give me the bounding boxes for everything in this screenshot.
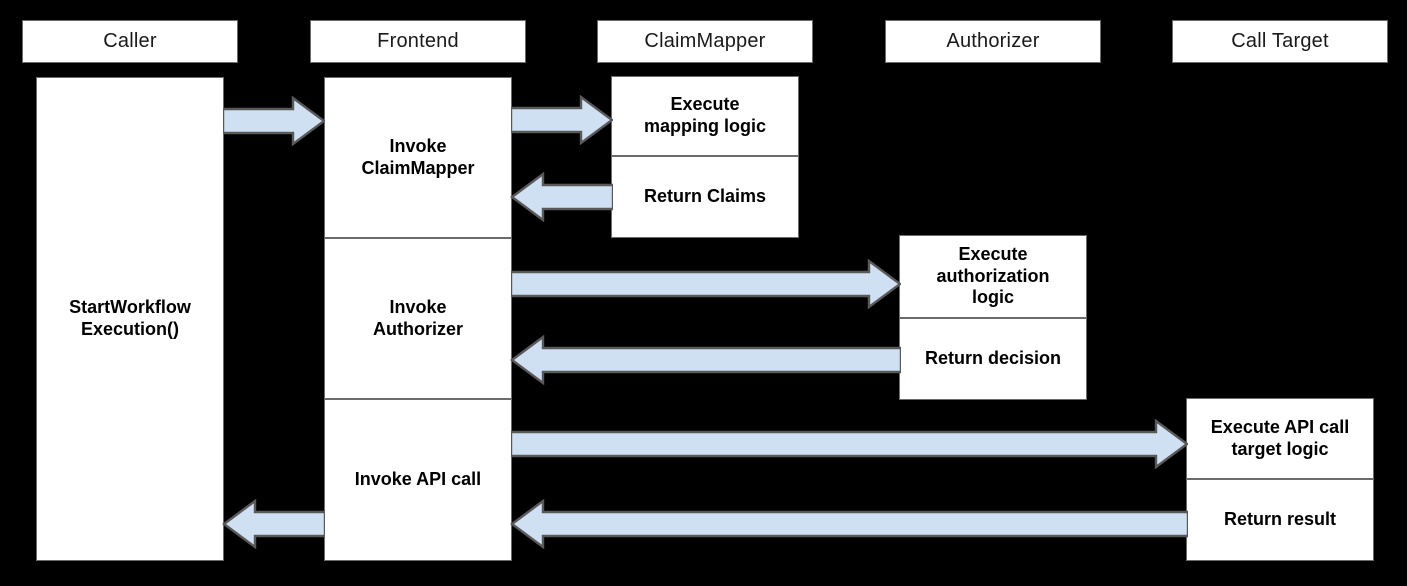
- activation-invoke-authorizer: Invoke Authorizer: [324, 238, 512, 399]
- activation-caller-main: StartWorkflow Execution(): [36, 77, 224, 561]
- activation-invoke-claimmapper-label: Invoke ClaimMapper: [361, 135, 475, 178]
- lane-header-call-target-label: Call Target: [1231, 30, 1329, 52]
- message-arrow-authorizer-to-frontend: [510, 335, 901, 385]
- activation-execute-mapping-logic-label: Execute mapping logic: [643, 94, 766, 136]
- message-arrow-frontend-to-call-target: [511, 419, 1188, 469]
- activation-return-claims: Return Claims: [611, 156, 799, 238]
- lane-header-authorizer: Authorizer: [885, 20, 1101, 63]
- activation-execute-mapping-logic: Execute mapping logic: [611, 76, 799, 156]
- lane-header-authorizer-label: Authorizer: [946, 30, 1040, 52]
- activation-execute-authorization-logic: Execute authorization logic: [899, 235, 1087, 318]
- message-arrow-frontend-to-claimmapper: [511, 95, 613, 145]
- lane-header-frontend-label: Frontend: [377, 30, 459, 52]
- message-arrow-frontend-to-authorizer: [511, 259, 901, 309]
- activation-return-result-label: Return result: [1223, 509, 1337, 530]
- lane-header-frontend: Frontend: [310, 20, 526, 63]
- activation-return-result: Return result: [1186, 479, 1374, 561]
- lane-header-claimmapper: ClaimMapper: [597, 20, 813, 63]
- message-arrow-frontend-to-caller: [222, 499, 325, 549]
- activation-execute-api-call-target-logic-label: Execute API call target logic: [1210, 416, 1350, 459]
- lane-header-claimmapper-label: ClaimMapper: [644, 30, 766, 52]
- activation-return-claims-label: Return Claims: [643, 186, 767, 207]
- activation-caller-main-label: StartWorkflow Execution(): [69, 297, 191, 339]
- message-arrow-caller-to-frontend: [223, 96, 325, 146]
- activation-return-decision-label: Return decision: [924, 348, 1062, 369]
- lane-header-caller: Caller: [22, 20, 238, 63]
- activation-invoke-api-call-label: Invoke API call: [354, 469, 482, 490]
- message-arrow-call-target-to-frontend: [510, 499, 1188, 549]
- activation-execute-api-call-target-logic: Execute API call target logic: [1186, 398, 1374, 479]
- activation-execute-authorization-logic-label: Execute authorization logic: [936, 243, 1050, 308]
- activation-invoke-api-call: Invoke API call: [324, 399, 512, 561]
- lane-header-caller-label: Caller: [103, 30, 157, 52]
- message-arrow-claimmapper-to-frontend: [510, 172, 613, 222]
- lane-header-call-target: Call Target: [1172, 20, 1388, 63]
- activation-return-decision: Return decision: [899, 318, 1087, 400]
- activation-invoke-authorizer-label: Invoke Authorizer: [373, 296, 463, 339]
- activation-invoke-claimmapper: Invoke ClaimMapper: [324, 77, 512, 238]
